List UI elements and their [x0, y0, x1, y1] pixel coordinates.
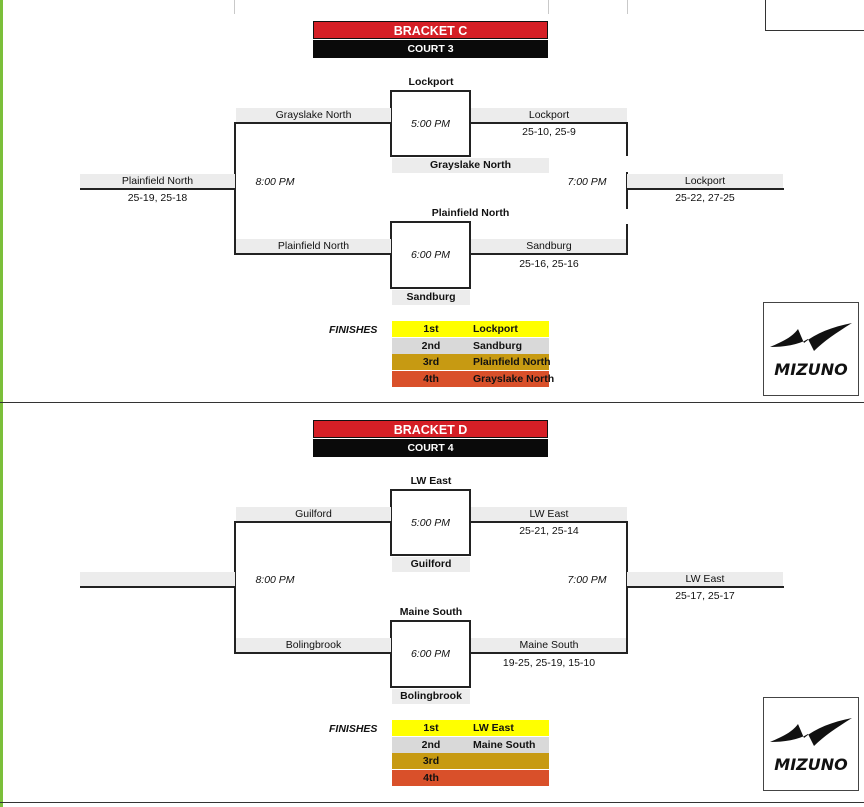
- court-label: COURT 4: [313, 439, 548, 457]
- finish-team: Lockport: [473, 323, 518, 335]
- sheet-left-border: [0, 0, 3, 807]
- match-score: 25-19, 25-18: [127, 192, 188, 204]
- semi-top-team-label: LW East: [410, 475, 452, 487]
- bracket-line: [627, 586, 784, 588]
- team-slot: Plainfield North: [80, 174, 235, 189]
- court-label: COURT 3: [313, 40, 548, 58]
- svg-text:MIZUNO: MIZUNO: [774, 755, 848, 774]
- finish-row-1st: 1st LW East: [392, 720, 549, 736]
- match-time: 5:00 PM: [410, 118, 451, 130]
- finish-row-3rd: 3rd: [392, 753, 549, 769]
- team-slot: Plainfield North: [236, 239, 391, 253]
- mizuno-logo: MIZUNO: [763, 302, 859, 396]
- bracket-line: [470, 521, 628, 523]
- finish-team: Plainfield North: [473, 356, 551, 368]
- team-slot: Bolingbrook: [236, 638, 391, 652]
- finishes-label: FINISHES: [329, 723, 378, 735]
- mizuno-logo-icon: MIZUNO: [770, 718, 852, 774]
- team-slot: Lockport: [471, 108, 627, 122]
- grid-line: [548, 0, 549, 14]
- semi-bottom-team-label: Plainfield North: [431, 207, 510, 219]
- match-box: [390, 620, 471, 688]
- bracket-c: BRACKET C COURT 3 Lockport 5:00 PM Grays…: [0, 0, 864, 400]
- finish-place: 2nd: [421, 739, 441, 751]
- bracket-line: [470, 253, 628, 255]
- semi-bottom-team-label: Maine South: [399, 606, 463, 618]
- team-slot: Guilford: [236, 507, 391, 521]
- finish-row-4th: 4th: [392, 770, 549, 786]
- match-time: 8:00 PM: [255, 176, 295, 188]
- finish-place: 2nd: [421, 340, 441, 352]
- mizuno-logo: MIZUNO: [763, 697, 859, 791]
- bracket-line: [80, 188, 235, 190]
- svg-text:MIZUNO: MIZUNO: [774, 360, 848, 379]
- bracket-line: [234, 122, 236, 255]
- bracket-line: [626, 172, 628, 209]
- team-slot: [80, 572, 235, 587]
- sheet-bottom-border: [0, 802, 864, 803]
- match-score: 25-16, 25-16: [519, 258, 579, 270]
- semi-top-team-label: Lockport: [408, 76, 454, 88]
- bracket-line: [80, 586, 235, 588]
- bracket-line: [470, 122, 628, 124]
- finish-row-2nd: 2nd Maine South: [392, 737, 549, 753]
- match-box: [390, 90, 471, 157]
- bracket-line: [470, 652, 628, 654]
- match-score: 19-25, 25-19, 15-10: [502, 657, 596, 669]
- finish-team: LW East: [473, 722, 514, 734]
- finish-place: 3rd: [422, 755, 440, 767]
- bracket-line: [235, 122, 392, 124]
- match-score: 25-10, 25-9: [522, 126, 576, 138]
- bracket-line: [234, 521, 236, 654]
- finish-row-1st: 1st Lockport: [392, 321, 549, 337]
- bracket-line: [626, 122, 628, 156]
- bracket-d: BRACKET D COURT 4 LW East 5:00 PM Guilfo…: [0, 399, 864, 799]
- team-slot: LW East: [627, 572, 783, 587]
- semi-top-team-label: Grayslake North: [392, 158, 549, 173]
- match-score: 25-22, 27-25: [675, 192, 735, 204]
- finish-place: 3rd: [422, 356, 440, 368]
- team-slot: Grayslake North: [236, 108, 391, 122]
- bracket-line: [627, 188, 784, 190]
- match-score: 25-21, 25-14: [519, 525, 579, 537]
- match-time: 6:00 PM: [410, 648, 451, 660]
- semi-bottom-team-label: Sandburg: [392, 290, 470, 305]
- finish-place: 1st: [423, 323, 439, 335]
- team-slot: Maine South: [471, 638, 627, 652]
- bracket-line: [235, 253, 392, 255]
- bracket-title: BRACKET D: [313, 420, 548, 438]
- finishes-label: FINISHES: [329, 324, 378, 336]
- semi-bottom-team-label: Bolingbrook: [392, 689, 470, 704]
- match-box: [390, 221, 471, 289]
- finish-place: 4th: [423, 373, 439, 385]
- finish-row-2nd: 2nd Sandburg: [392, 338, 549, 354]
- finish-place: 1st: [423, 722, 439, 734]
- match-time: 5:00 PM: [410, 517, 451, 529]
- match-time: 7:00 PM: [567, 176, 607, 188]
- corner-cell: [765, 0, 864, 31]
- team-slot: Lockport: [627, 174, 783, 189]
- grid-line: [627, 0, 628, 14]
- match-box: [390, 489, 471, 556]
- bracket-line: [235, 652, 392, 654]
- bracket-line: [235, 521, 392, 523]
- finish-row-4th: 4th Grayslake North: [392, 371, 554, 387]
- team-slot: LW East: [471, 507, 627, 521]
- finish-row-3rd: 3rd Plainfield North: [392, 354, 551, 370]
- finish-team: Sandburg: [473, 340, 522, 352]
- match-time: 7:00 PM: [567, 574, 607, 586]
- finish-team: Grayslake North: [473, 373, 555, 385]
- bracket-line: [626, 224, 628, 255]
- bracket-divider: [0, 402, 864, 403]
- finish-place: 4th: [423, 772, 439, 784]
- grid-line: [234, 0, 235, 14]
- match-time: 8:00 PM: [255, 574, 295, 586]
- match-time: 6:00 PM: [410, 249, 451, 261]
- bracket-title: BRACKET C: [313, 21, 548, 39]
- mizuno-logo-icon: MIZUNO: [770, 323, 852, 379]
- match-score: 25-17, 25-17: [675, 590, 735, 602]
- team-slot: Sandburg: [471, 239, 627, 253]
- semi-top-team-label: Guilford: [392, 557, 470, 572]
- finish-team: Maine South: [473, 739, 536, 751]
